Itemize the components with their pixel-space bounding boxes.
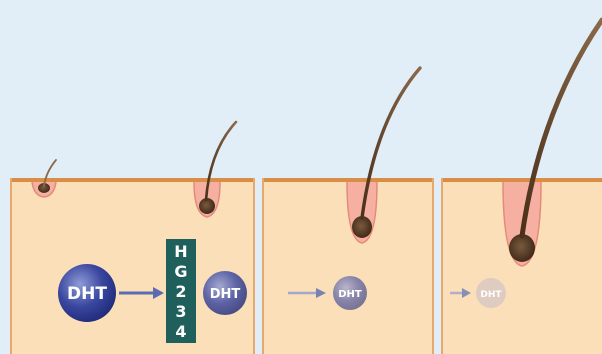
svg-text:DHT: DHT <box>338 289 362 300</box>
svg-text:DHT: DHT <box>480 290 502 300</box>
dht-molecule-reduced: DHT <box>203 271 247 315</box>
svg-text:DHT: DHT <box>67 284 107 304</box>
svg-text:H: H <box>174 242 187 261</box>
inhibitor-box: H G 2 3 4 <box>166 239 196 343</box>
dht-molecule-faint: DHT <box>476 278 506 308</box>
svg-text:G: G <box>174 262 187 281</box>
dht-molecule-faded: DHT <box>333 276 367 310</box>
svg-text:2: 2 <box>175 282 186 301</box>
dht-molecule: DHT <box>58 264 116 322</box>
svg-text:DHT: DHT <box>210 287 241 302</box>
svg-text:3: 3 <box>175 302 186 321</box>
svg-text:4: 4 <box>175 322 186 341</box>
